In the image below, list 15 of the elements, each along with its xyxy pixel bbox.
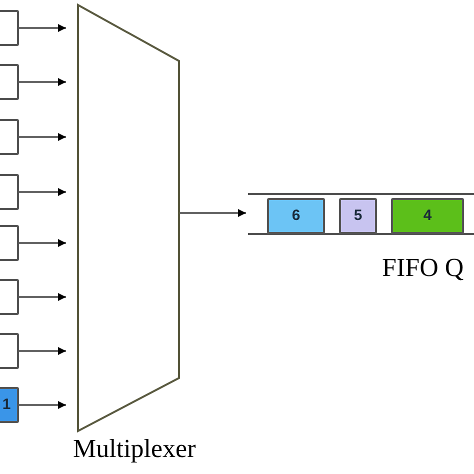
multiplexer-label: Multiplexer: [73, 436, 196, 462]
arrow: [19, 347, 66, 355]
arrow: [19, 24, 66, 32]
packet: 1: [0, 387, 19, 423]
arrow: [180, 209, 246, 217]
packet: 4: [391, 198, 464, 234]
arrow: [19, 78, 66, 86]
arrow: [19, 293, 66, 301]
arrow: [19, 239, 66, 247]
queue-label: FIFO Q: [382, 255, 464, 281]
arrow: [19, 401, 66, 409]
packet: 6: [267, 198, 325, 234]
arrow: [19, 133, 66, 141]
arrow: [19, 188, 66, 196]
packet: 5: [339, 198, 377, 234]
